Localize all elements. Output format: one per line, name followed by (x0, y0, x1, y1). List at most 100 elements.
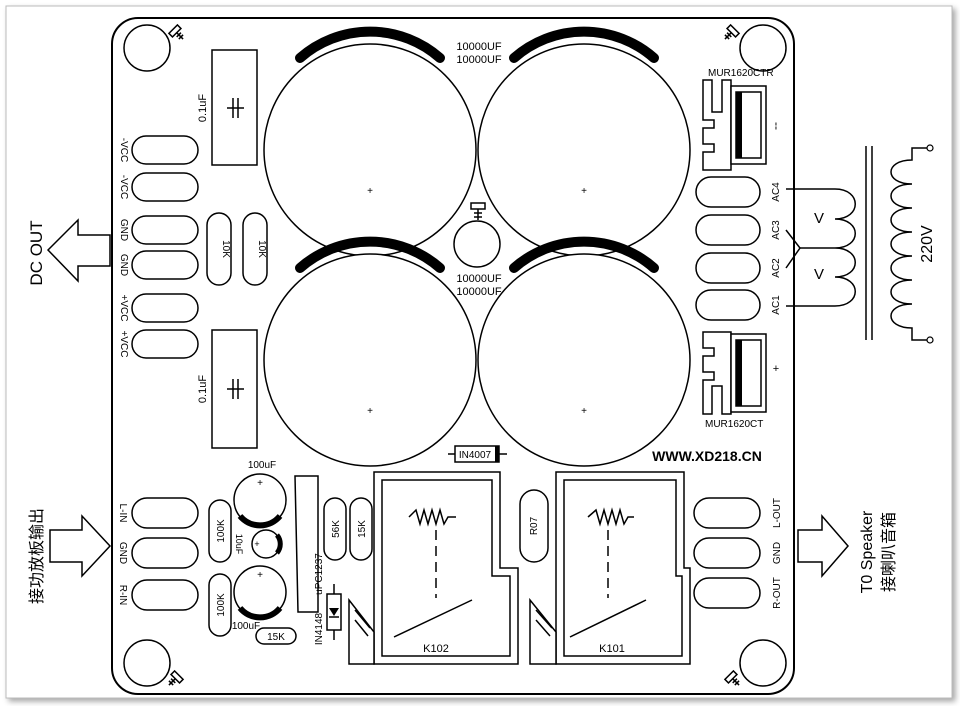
ic-upc1237 (294, 475, 319, 613)
mounting-holes (123, 24, 787, 687)
screw-icon (167, 23, 184, 40)
pin-label: R-OUT (772, 577, 783, 609)
pin-label: +VCC (118, 295, 129, 322)
secondary-voltage-label: V (814, 266, 824, 283)
plus-mark: + (254, 539, 259, 549)
terminal-icon (926, 144, 934, 152)
ac-label: AC3 (771, 220, 782, 240)
capacitor-value: 10000UF (456, 54, 502, 66)
resistor-10k-1 (206, 212, 232, 286)
pin-label: +VCC (118, 331, 129, 358)
input-title: 接功放板输出 (28, 508, 46, 604)
pin-label: GND (117, 542, 128, 564)
relay-k102 (348, 471, 519, 665)
plus-mark: + (257, 478, 263, 489)
pad-out-gnd (693, 537, 761, 569)
capacitor-c4 (477, 253, 691, 467)
pad-neg-vcc-2 (131, 172, 199, 202)
capacitor-c3 (263, 253, 477, 467)
film-cap-value: 0.1uF (197, 94, 209, 122)
pad-r-out (693, 577, 761, 609)
capacitor-polarity-band (509, 26, 659, 63)
relay-label: K101 (599, 643, 625, 655)
mounting-hole-bl (123, 639, 171, 687)
relay-label: K102 (423, 643, 449, 655)
capacitor-100uf-top: + (233, 473, 287, 529)
output-pads (693, 497, 761, 609)
resistor-value: 15K (267, 632, 285, 643)
resistor-15k-bottom (255, 627, 297, 645)
mains-voltage-label: 220V (919, 225, 936, 263)
screw-icon (470, 202, 486, 220)
pin-label: L-IN (117, 504, 128, 523)
resistor-value: 15K (357, 520, 368, 538)
speaker-title: T0 Speaker (859, 510, 876, 593)
pad-r-in (131, 579, 199, 611)
resistor-56k (323, 497, 347, 561)
capacitor-polarity-band (295, 236, 445, 273)
center-mounting-hole (453, 220, 501, 268)
resistor-value: 10K (256, 240, 267, 258)
speaker-arrow-icon (797, 513, 849, 579)
diode-label: MUR1620CTR (708, 68, 774, 79)
capacitor-polarity-band (509, 236, 659, 273)
diode-band (736, 92, 742, 158)
secondary-voltage-label: V (814, 210, 824, 227)
plus-mark: + (367, 186, 373, 197)
pad-pos-vcc-2 (131, 329, 199, 359)
ac-label: AC2 (771, 258, 782, 278)
website-label: WWW.XD218.CN (652, 448, 762, 464)
pad-ac4 (695, 176, 761, 208)
pad-gnd-1 (131, 215, 199, 245)
dc-out-label: DC OUT (27, 220, 46, 285)
diode-band (736, 340, 742, 406)
pad-ac1 (695, 289, 761, 321)
pad-in-gnd (131, 537, 199, 569)
resistor-value: 100K (216, 519, 227, 543)
screw-icon (723, 669, 740, 686)
pad-ac2 (695, 252, 761, 284)
pin-label: R-IN (117, 585, 128, 606)
screw-icon (168, 669, 185, 686)
pad-l-out (693, 497, 761, 529)
plus-mark: + (581, 186, 587, 197)
capacitor-polarity-band (295, 26, 445, 63)
mounting-hole-tr (739, 24, 787, 72)
resistor-r07 (519, 489, 549, 563)
ac-label: AC4 (771, 182, 782, 202)
pin-label: -VCC (118, 175, 129, 199)
diode-label: IN4148 (314, 612, 325, 645)
capacitor-c2 (477, 43, 691, 257)
capacitor-100uf-bottom: + (233, 565, 287, 621)
speaker-subtitle: 接喇叭音箱 (880, 512, 898, 592)
capacitor-10uf: + (251, 529, 283, 559)
mounting-hole-br (739, 639, 787, 687)
input-arrow-icon (49, 514, 112, 578)
plus-mark: + (581, 406, 587, 417)
pin-label: GND (118, 254, 129, 276)
pad-ac3 (695, 214, 761, 246)
relay-k101 (529, 471, 691, 665)
polarity-label: -- (770, 122, 784, 130)
screw-icon (724, 23, 741, 40)
pad-neg-vcc-1 (131, 135, 199, 165)
pad-gnd-2 (131, 250, 199, 280)
resistor-value: 56K (331, 520, 342, 538)
resistor-value: 10K (220, 240, 231, 258)
transformer-symbol (785, 146, 930, 341)
dc-out-arrow-icon (46, 218, 111, 283)
plus-mark: + (257, 570, 263, 581)
resistor-10k-2 (242, 212, 268, 286)
resistor-value: R07 (529, 516, 540, 535)
capacitor-value: 10000UF (456, 286, 502, 298)
pin-label: GND (772, 542, 783, 564)
diode-in4148 (326, 584, 342, 640)
ic-label: uPC1237 (314, 553, 325, 595)
resistor-15k (349, 497, 373, 561)
diode-value: IN4007 (459, 450, 492, 461)
diode-label: MUR1620CT (705, 419, 763, 430)
terminal-icon (926, 336, 934, 344)
capacitor-value: 10000UF (456, 273, 502, 285)
